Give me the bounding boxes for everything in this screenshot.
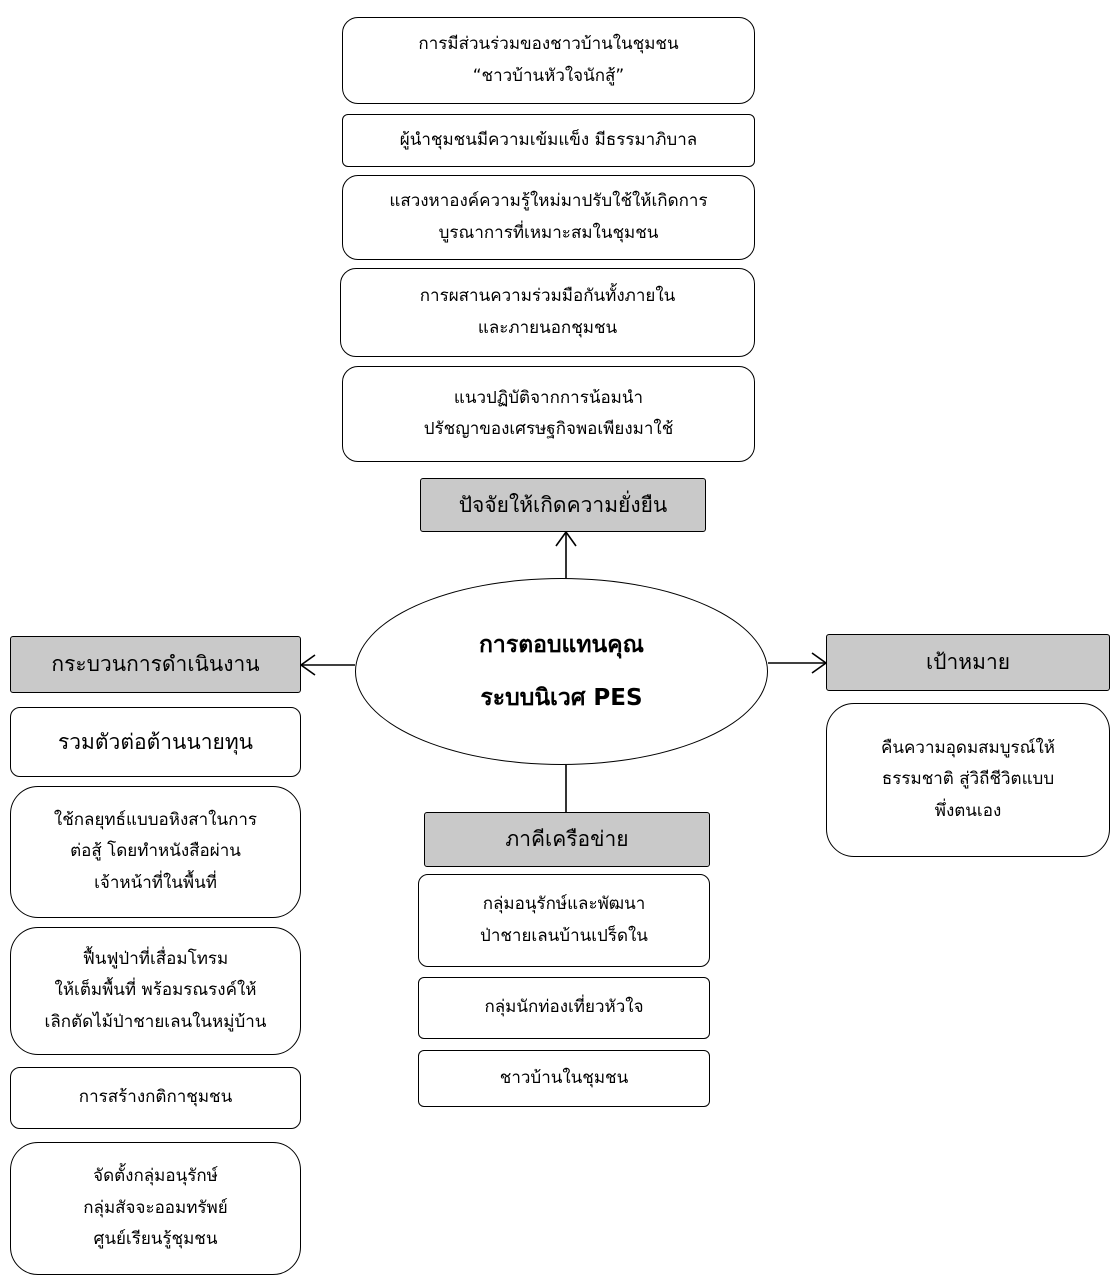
process-3-line1: ฟื้นฟูป่าที่เสื่อมโทรม <box>82 948 229 969</box>
factor-box-2: ผู้นำชุมชนมีความเข้มแข็ง มีธรรมาภิบาล <box>342 114 755 167</box>
factors-header: ปัจจัยให้เกิดความยั่งยืน <box>420 478 706 532</box>
factor-box-5: แนวปฏิบัติจากการน้อมนำ ปรัชญาของเศรษฐกิจ… <box>342 366 755 462</box>
process-box-5: จัดตั้งกลุ่มอนุรักษ์ กลุ่มสัจจะออมทรัพย์… <box>10 1142 301 1275</box>
factor-1-line2: “ชาวบ้านหัวใจนักสู้” <box>472 65 625 86</box>
network-3-line1: ชาวบ้านในชุมชน <box>499 1067 629 1088</box>
factor-box-4: การผสานความร่วมมือกันทั้งภายใน และภายนอก… <box>340 268 755 357</box>
network-2-line1: กลุ่มนักท่องเที่ยวหัวใจ <box>484 997 644 1018</box>
factor-3-line1: แสวงหาองค์ความรู้ใหม่มาปรับใช้ให้เกิดการ <box>389 191 708 212</box>
center-title-line2: ระบบนิเวศ PES <box>480 684 643 711</box>
network-1-line2: ป่าชายเลนบ้านเปร็ดใน <box>480 925 648 946</box>
factor-1-line1: การมีส่วนร่วมของชาวบ้านในชุมชน <box>418 34 679 55</box>
process-3-line2: ให้เต็มพื้นที่ พร้อมรณรงค์ให้ <box>54 980 257 1001</box>
goal-header: เป้าหมาย <box>826 634 1110 691</box>
center-title-line1: การตอบแทนคุณ <box>479 631 644 658</box>
goal-line2: ธรรมชาติ สู่วิถีชีวิตแบบ <box>881 769 1055 790</box>
center-ellipse: การตอบแทนคุณ ระบบนิเวศ PES <box>355 578 768 765</box>
network-box-3: ชาวบ้านในชุมชน <box>418 1050 710 1107</box>
process-header: กระบวนการดำเนินงาน <box>10 636 301 693</box>
factor-4-line2: และภายนอกชุมชน <box>477 317 618 338</box>
process-box-2: ใช้กลยุทธ์แบบอหิงสาในการ ต่อสู้ โดยทำหนั… <box>10 786 301 918</box>
factor-3-line2: บูรณาการที่เหมาะสมในชุมชน <box>438 222 659 243</box>
process-2-line2: ต่อสู้ โดยทำหนังสือผ่าน <box>70 841 241 862</box>
factor-2-line1: ผู้นำชุมชนมีความเข้มแข็ง มีธรรมาภิบาล <box>399 129 698 150</box>
process-5-line3: ศูนย์เรียนรู้ชุมชน <box>93 1229 218 1250</box>
network-header: ภาคีเครือข่าย <box>424 812 710 867</box>
factor-5-line2: ปรัชญาของเศรษฐกิจพอเพียงมาใช้ <box>423 419 674 439</box>
network-box-1: กลุ่มอนุรักษ์และพัฒนา ป่าชายเลนบ้านเปร็ด… <box>418 874 710 967</box>
process-2-line3: เจ้าหน้าที่ในพื้นที่ <box>94 872 217 893</box>
process-2-line1: ใช้กลยุทธ์แบบอหิงสาในการ <box>53 809 258 830</box>
network-1-line1: กลุ่มอนุรักษ์และพัฒนา <box>482 894 646 915</box>
process-5-line2: กลุ่มสัจจะออมทรัพย์ <box>83 1197 228 1218</box>
process-box-3: ฟื้นฟูป่าที่เสื่อมโทรม ให้เต็มพื้นที่ พร… <box>10 927 301 1055</box>
factor-5-line1: แนวปฏิบัติจากการน้อมนำ <box>453 387 644 408</box>
goal-box: คืนความอุดมสมบูรณ์ให้ ธรรมชาติ สู่วิถีชี… <box>826 703 1110 857</box>
goal-line1: คืนความอุดมสมบูรณ์ให้ <box>881 737 1055 758</box>
process-5-line1: จัดตั้งกลุ่มอนุรักษ์ <box>93 1166 218 1187</box>
process-box-4: การสร้างกติกาชุมชน <box>10 1067 301 1129</box>
network-box-2: กลุ่มนักท่องเที่ยวหัวใจ <box>418 977 710 1039</box>
process-3-line3: เลิกตัดไม้ป่าชายเลนในหมู่บ้าน <box>44 1011 267 1032</box>
process-box-1: รวมตัวต่อต้านนายทุน <box>10 707 301 777</box>
process-4-line1: การสร้างกติกาชุมชน <box>78 1087 233 1108</box>
goal-line3: พึ่งตนเอง <box>934 800 1002 821</box>
factor-4-line1: การผสานความร่วมมือกันทั้งภายใน <box>419 286 676 307</box>
factor-box-3: แสวงหาองค์ความรู้ใหม่มาปรับใช้ให้เกิดการ… <box>342 175 755 260</box>
process-1-line1: รวมตัวต่อต้านนายทุน <box>57 729 254 754</box>
factor-box-1: การมีส่วนร่วมของชาวบ้านในชุมชน “ชาวบ้านห… <box>342 17 755 104</box>
